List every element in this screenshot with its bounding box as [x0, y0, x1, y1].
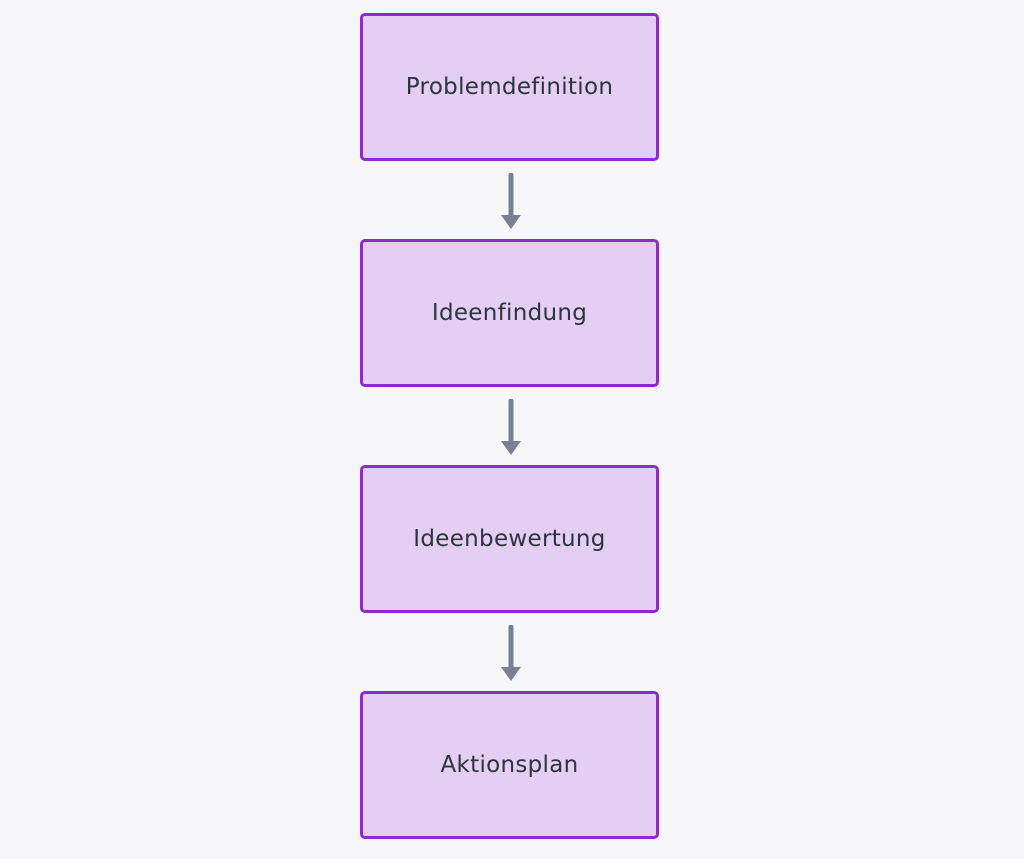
node-label: Ideenfindung — [431, 300, 588, 326]
arrow-problemdefinition-to-ideenfindung — [501, 173, 521, 229]
arrow-ideenbewertung-to-aktionsplan — [501, 625, 521, 681]
node-problemdefinition: Problemdefinition — [360, 13, 659, 161]
node-label: Ideenbewertung — [413, 526, 606, 552]
node-ideenfindung: Ideenfindung — [360, 239, 659, 387]
node-ideenbewertung: Ideenbewertung — [360, 465, 659, 613]
node-label: Problemdefinition — [405, 74, 614, 100]
node-label: Aktionsplan — [440, 752, 579, 778]
arrow-ideenfindung-to-ideenbewertung — [501, 399, 521, 455]
node-aktionsplan: Aktionsplan — [360, 691, 659, 839]
